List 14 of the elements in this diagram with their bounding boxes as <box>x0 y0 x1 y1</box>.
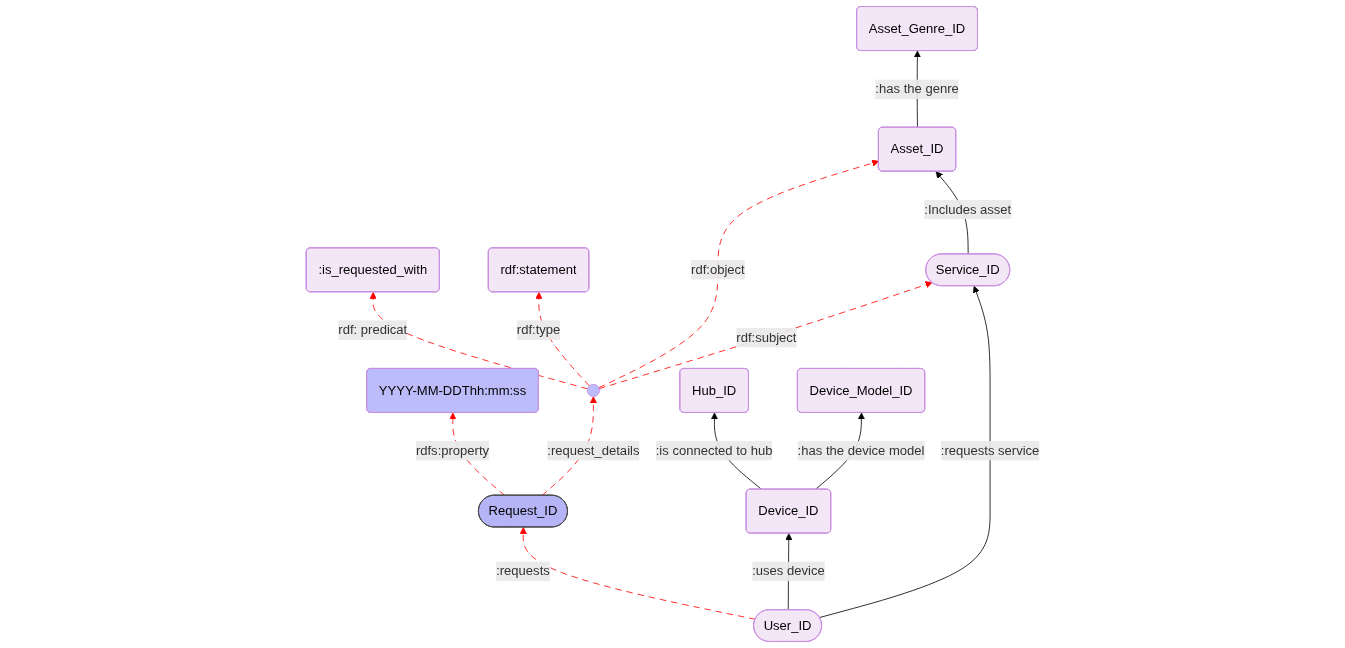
edge-label: :requests service <box>940 443 1040 458</box>
edge-label: rdf:object <box>690 262 745 277</box>
edge-label: :is connected to hub <box>655 443 773 458</box>
edge-label: :has the device model <box>797 443 925 458</box>
edge-label: rdf: predicat <box>338 322 407 337</box>
node-circle <box>586 383 600 397</box>
edge-label: rdf:subject <box>736 330 797 345</box>
edge-label: :has the genre <box>875 81 959 96</box>
edge-label: rdfs:property <box>415 443 489 458</box>
edge-label: rdf:type <box>516 322 561 337</box>
edge-label: :requests <box>495 564 550 578</box>
edge-label: :Includes asset <box>923 202 1011 216</box>
edge-label: :request_details <box>547 443 640 458</box>
edge-label: :uses device <box>751 564 825 578</box>
